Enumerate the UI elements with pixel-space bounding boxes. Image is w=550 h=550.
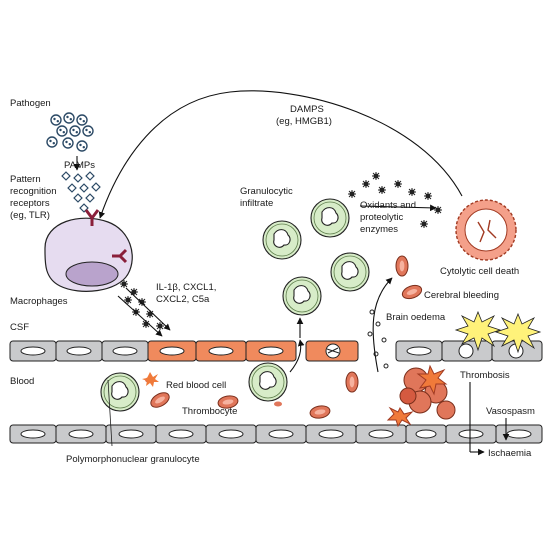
pamp-diamonds-icon bbox=[61, 171, 101, 213]
pointer-pmn bbox=[107, 379, 113, 447]
blood-vessel-wall-lower bbox=[9, 424, 543, 444]
csf-vessel-wall bbox=[9, 340, 543, 362]
arrow-damps-feedback bbox=[98, 90, 463, 219]
pathogen-cluster-icon bbox=[46, 112, 94, 152]
arrow-transmigration bbox=[289, 339, 305, 373]
label-granulocytic-2: infiltrate bbox=[240, 198, 273, 209]
label-blood: Blood bbox=[10, 376, 34, 387]
label-thrombocyte: Thrombocyte bbox=[182, 406, 237, 417]
label-granulocytic-1: Granulocytic bbox=[240, 186, 293, 197]
granulocyte-4 bbox=[282, 276, 322, 316]
label-thrombosis: Thrombosis bbox=[460, 370, 510, 381]
label-pathogen: Pathogen bbox=[10, 98, 51, 109]
label-bleeding: Cerebral bleeding bbox=[424, 290, 499, 301]
label-ischaemia: Ischaemia bbox=[488, 448, 532, 459]
granulocyte-3 bbox=[330, 252, 370, 292]
arrow-cytokines-1 bbox=[117, 295, 163, 337]
label-csf: CSF bbox=[10, 322, 29, 333]
tlr-receptor-icon bbox=[84, 209, 128, 264]
label-prr-3: receptors bbox=[10, 198, 50, 209]
label-prr-4: (eg, TLR) bbox=[10, 210, 50, 221]
label-pmn: Polymorphonuclear granulocyte bbox=[66, 454, 200, 465]
blood-contents bbox=[100, 362, 359, 421]
pmn-granulocyte bbox=[100, 372, 140, 412]
label-prr-1: Pattern bbox=[10, 174, 41, 185]
label-prr-2: recognition bbox=[10, 186, 56, 197]
starburst-thrombosis-icon bbox=[454, 310, 542, 354]
macrophage-cell bbox=[44, 209, 133, 292]
label-damps-1: DAMPS bbox=[290, 104, 324, 115]
granulocyte-1 bbox=[310, 198, 350, 238]
granulocyte-rolling bbox=[248, 362, 288, 402]
arrow-bleeding bbox=[372, 277, 393, 373]
oedema-fluid bbox=[367, 309, 389, 369]
label-cytokines-2: CXCL2, C5a bbox=[156, 294, 210, 305]
label-cytolytic: Cytolytic cell death bbox=[440, 266, 519, 277]
cytolytic-cell bbox=[455, 199, 517, 261]
endothelial-cells-upper bbox=[9, 340, 543, 362]
arrow-cytokines-2 bbox=[125, 287, 171, 331]
label-damps-2: (eg, HMGB1) bbox=[276, 116, 332, 127]
label-oxidants-1: Oxidants and bbox=[360, 200, 416, 211]
label-oedema: Brain oedema bbox=[386, 312, 446, 323]
bleeding-rbcs bbox=[395, 255, 424, 302]
label-cytokines-1: IL-1β, CXCL1, bbox=[156, 282, 216, 293]
clot-aggregate bbox=[386, 364, 456, 428]
label-vasospasm: Vasospasm bbox=[486, 406, 535, 417]
label-macrophages: Macrophages bbox=[10, 296, 68, 307]
label-rbc: Red blood cell bbox=[166, 380, 226, 391]
arrow-oxidants bbox=[359, 204, 437, 212]
label-oxidants-3: enzymes bbox=[360, 224, 398, 235]
granulocytic-infiltrate bbox=[262, 198, 370, 316]
label-pamps: PAMPs bbox=[64, 160, 95, 171]
granulocyte-2 bbox=[262, 220, 302, 260]
label-oxidants-2: proteolytic bbox=[360, 212, 404, 223]
